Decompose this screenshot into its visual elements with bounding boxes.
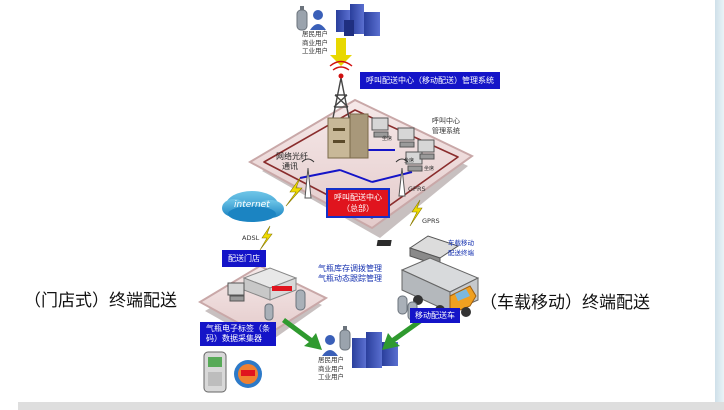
cylinder-mgmt-line2: 气瓶动态跟踪管理 (318, 274, 382, 283)
terminal-tag-1: 坐席 (382, 136, 393, 142)
hq-line2: （总部） (342, 204, 374, 213)
radio-tower-icon (329, 60, 353, 119)
call-center-mgmt-label: 呼叫中心 管理系统 (432, 116, 460, 136)
store-label: 配送门店 (222, 250, 266, 267)
adsl-label: ADSL (242, 234, 260, 242)
internet-label: internet (234, 200, 270, 210)
vehicle-terminal-label: 车载移动 配送终端 (448, 238, 474, 258)
handheld-scanner-icon (203, 351, 227, 393)
collector-label: 气瓶电子标签（条 码）数据采集器 (200, 322, 276, 346)
top-person-icon (310, 10, 326, 30)
network-links (299, 149, 413, 183)
top-user-types: 居民用户 商业用户 工业用户 (302, 30, 328, 56)
vehicle-terminal-line1: 车载移动 (448, 239, 474, 247)
store-building-icon (242, 267, 298, 301)
workstation-icons (371, 117, 435, 172)
right-edge-rail (715, 0, 724, 410)
gprs-lower-label: GPRS (422, 217, 440, 225)
top-user-commercial: 商业用户 (302, 38, 328, 47)
downward-arrow-icon (330, 38, 352, 66)
mobile-terminal-icon (376, 235, 460, 267)
bottom-edge-bar (18, 402, 724, 410)
collector-line2: 码）数据采集器 (206, 334, 262, 343)
vehicle-terminal-line2: 配送终端 (448, 249, 474, 257)
network-fiber-line1: 网络光纤 (276, 152, 308, 161)
store-delivery-caption: （门店式）终端配送 (24, 291, 177, 311)
bottom-user-industrial: 工业用户 (318, 373, 344, 381)
top-gas-cylinder-icon (296, 6, 308, 31)
delivery-truck-icon (400, 257, 480, 317)
store-computer-icon (227, 282, 245, 302)
terminal-tag-3: 坐席 (424, 166, 435, 172)
cylinder-mgmt-label: 气瓶库存调拨管理 气瓶动态跟踪管理 (318, 264, 382, 284)
antenna-left-icon (301, 158, 315, 199)
gprs-upper-label: GPRS (408, 185, 426, 193)
call-center-system-label: 呼叫配送中心（移动配送）管理系统 (360, 72, 500, 89)
call-center-mgmt-line1: 呼叫中心 (432, 117, 460, 125)
antenna-right-icon (395, 158, 409, 197)
cylinder-mgmt-line1: 气瓶库存调拨管理 (318, 264, 382, 273)
bottom-user-types: 居民用户 商业用户 工业用户 (318, 356, 344, 382)
bottom-person-icon (322, 335, 338, 356)
server-rack-icon (327, 113, 369, 159)
call-center-mgmt-line2: 管理系统 (432, 127, 460, 135)
bottom-user-commercial: 商业用户 (318, 364, 344, 373)
top-user-industrial: 工业用户 (302, 47, 328, 55)
electronic-tag-icon (234, 360, 262, 388)
green-arrow-right-icon (382, 318, 423, 350)
internet-cloud-icon (222, 191, 284, 222)
bottom-gas-cylinder-icon (339, 326, 351, 351)
collector-line1: 气瓶电子标签（条 (206, 324, 270, 333)
store-cylinders-icon (264, 289, 306, 321)
hq-line1: 呼叫配送中心 (334, 193, 382, 202)
green-arrow-left-icon (282, 318, 322, 350)
network-fiber-label: 网络光纤 通讯 (276, 152, 308, 172)
top-user-residential: 居民用户 (302, 30, 328, 38)
mobile-truck-label: 移动配送车 (410, 308, 460, 323)
network-fiber-line2: 通讯 (282, 162, 298, 171)
bottom-user-residential: 居民用户 (318, 356, 344, 364)
top-buildings-icon (336, 4, 380, 36)
hq-call-center-box: 呼叫配送中心 （总部） (326, 188, 390, 218)
terminal-tag-2: 坐席 (404, 158, 415, 164)
mobile-delivery-caption: （车载移动）终端配送 (480, 293, 650, 313)
